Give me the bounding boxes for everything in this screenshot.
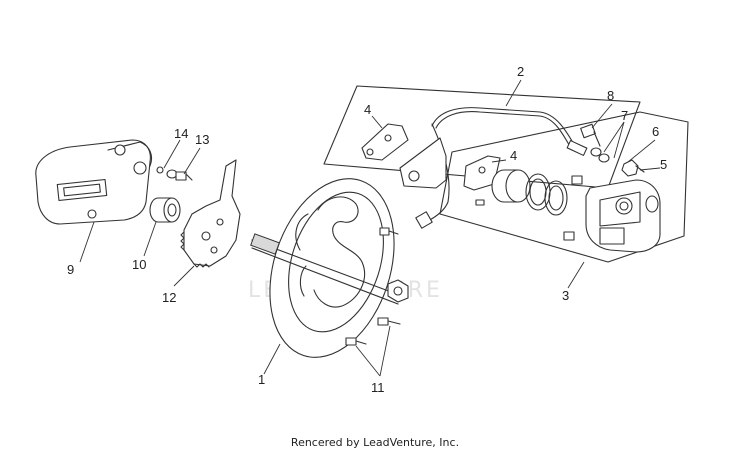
piston-seals-part — [475, 169, 568, 216]
disc-bolts-part — [345, 227, 401, 346]
caliper-body-part — [563, 175, 661, 253]
callout-8: 8 — [607, 88, 614, 103]
brake-disc-part — [250, 178, 409, 358]
bolt-washer-part — [156, 166, 193, 181]
callout-6: 6 — [652, 124, 659, 139]
render-credit: Rencered by LeadVenture, Inc. — [290, 436, 460, 449]
callout-14: 14 — [174, 126, 188, 141]
leader-lines — [79, 79, 661, 377]
callout-9: 9 — [67, 262, 74, 277]
brake-plate-part — [180, 159, 241, 268]
callout-4-clip: 4 — [364, 102, 371, 117]
callout-12: 12 — [162, 290, 176, 305]
brake-pad-clip-part — [361, 123, 447, 189]
callout-7: 7 — [621, 108, 628, 123]
bleeder-fittings-part — [580, 123, 645, 177]
brake-hose-part — [415, 107, 588, 229]
callout-11: 11 — [371, 380, 385, 395]
callout-2: 2 — [517, 64, 524, 79]
callout-3: 3 — [562, 288, 569, 303]
callout-10: 10 — [132, 257, 146, 272]
callout-1: 1 — [258, 372, 265, 387]
callout-4-pad: 4 — [510, 148, 517, 163]
callout-13: 13 — [195, 132, 209, 147]
spacer-bushing-part — [149, 197, 181, 223]
caliper-panel — [439, 111, 689, 263]
callout-5: 5 — [660, 157, 667, 172]
caliper-bracket-part — [35, 139, 153, 225]
